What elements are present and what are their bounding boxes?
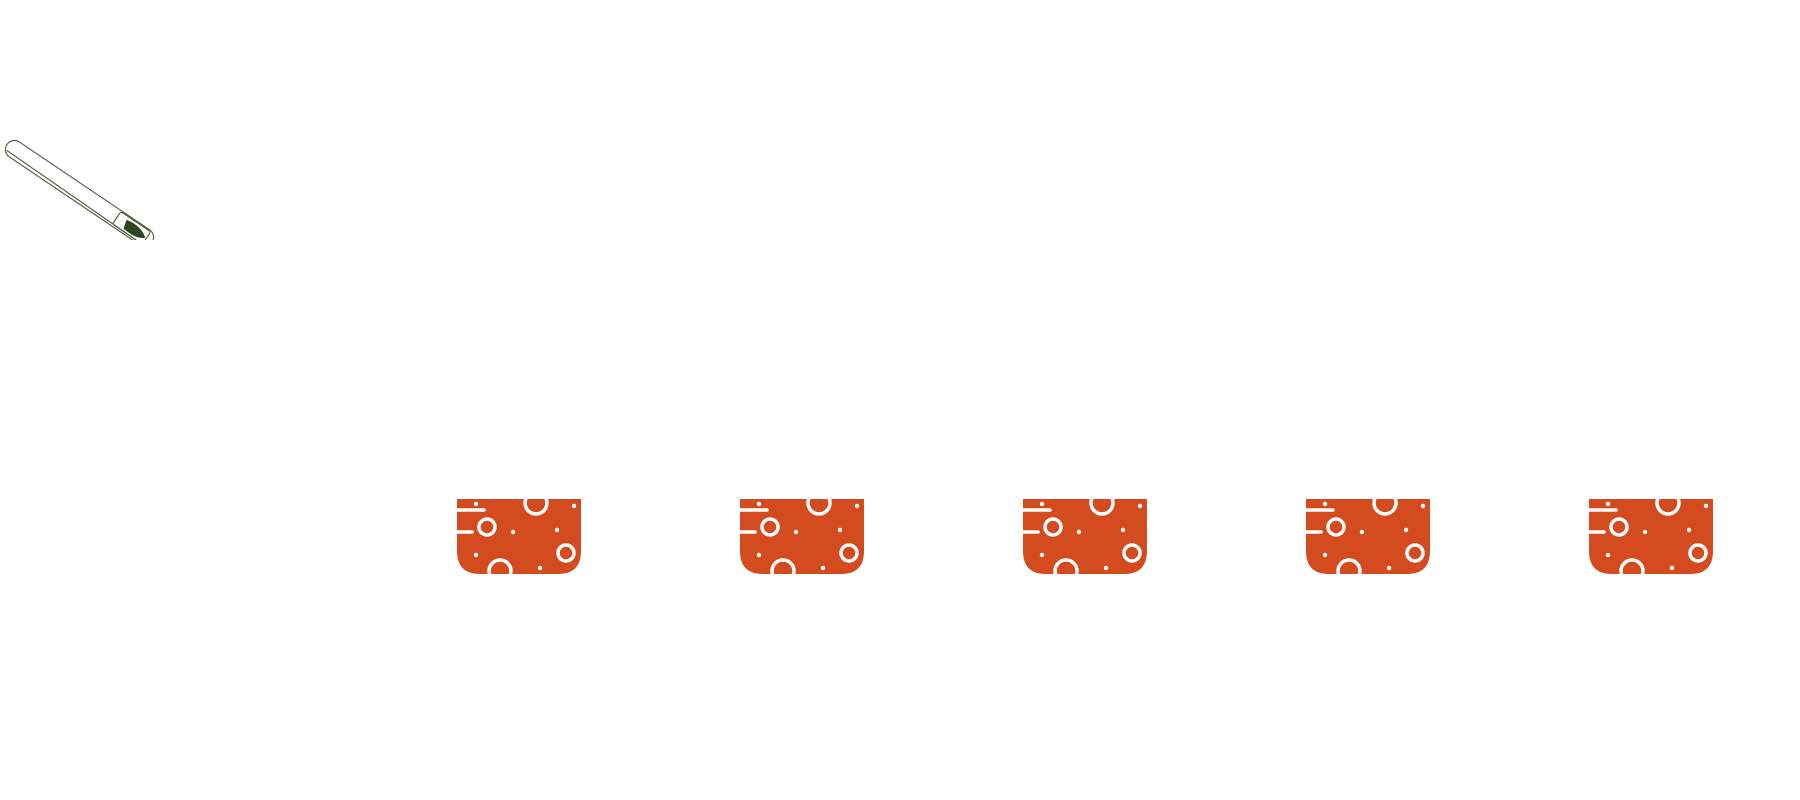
cup-2[interactable] bbox=[740, 499, 864, 574]
cup-3[interactable] bbox=[1023, 499, 1147, 574]
cup-1[interactable] bbox=[457, 499, 581, 574]
cup-5[interactable] bbox=[1589, 499, 1713, 574]
cup-4[interactable] bbox=[1306, 499, 1430, 574]
measuring-spoon-icon[interactable] bbox=[0, 125, 180, 240]
